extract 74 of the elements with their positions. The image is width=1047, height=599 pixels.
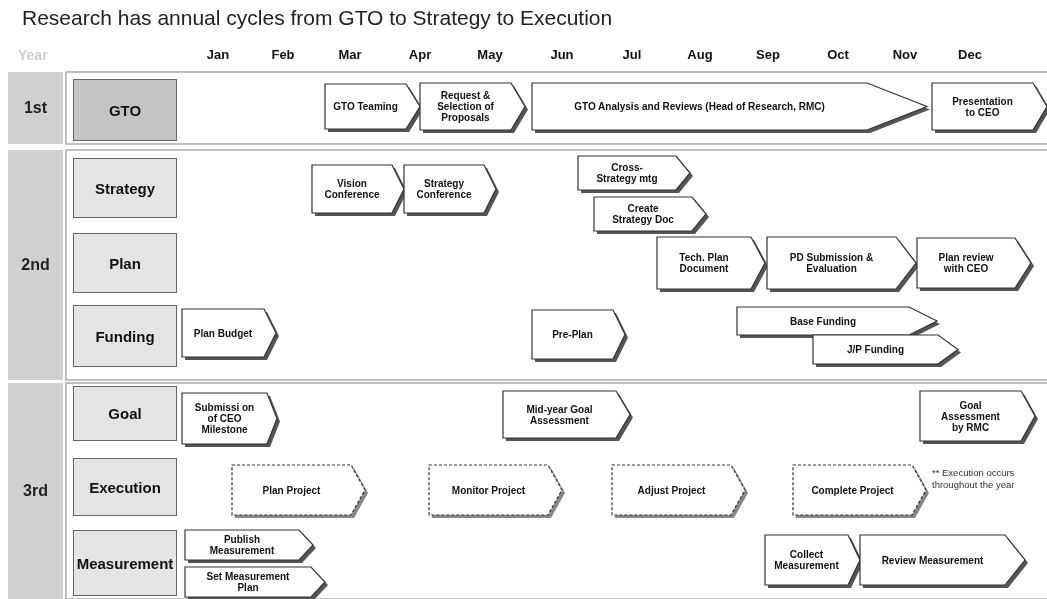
month-label: Jun bbox=[550, 47, 574, 62]
step-label: Monitor Project bbox=[450, 484, 527, 496]
chevron-step bbox=[657, 237, 765, 289]
row-label: Plan bbox=[109, 254, 141, 272]
step-label: PD Submission & Evaluation bbox=[788, 252, 875, 274]
chevron-step bbox=[404, 165, 496, 213]
chevron-step bbox=[765, 535, 860, 585]
row-label: Goal bbox=[108, 405, 142, 422]
step-label: J/P Funding bbox=[845, 344, 905, 355]
chevron-step bbox=[932, 83, 1047, 130]
chevron-step bbox=[860, 535, 1025, 585]
chevron-step bbox=[420, 83, 525, 130]
step-label: Strategy Conference bbox=[415, 178, 473, 200]
chevron-step bbox=[503, 391, 630, 438]
step-label: Create Strategy Doc bbox=[611, 203, 675, 225]
step-label: Plan review with CEO bbox=[937, 252, 995, 274]
step-label: Collect Measurement bbox=[773, 549, 840, 571]
month-label: Sep bbox=[756, 47, 780, 62]
month-label: Nov bbox=[892, 47, 918, 62]
chevron-step bbox=[917, 238, 1031, 288]
step-label: Goal Assessment by RMC bbox=[940, 399, 1001, 433]
step-label: Set Measurement Plan bbox=[205, 571, 291, 593]
month-label: Apr bbox=[408, 47, 432, 62]
diagram-title: Research has annual cycles from GTO to Strategy to Execution bbox=[22, 6, 613, 30]
month-label: May bbox=[477, 47, 503, 62]
chevron-step bbox=[232, 465, 365, 515]
row-label: Funding bbox=[95, 327, 155, 345]
chevron-step bbox=[429, 465, 562, 515]
step-label: GTO Teaming bbox=[332, 101, 399, 112]
month-label: Dec bbox=[958, 47, 982, 62]
step-label: Mid-year Goal Assessment bbox=[525, 403, 594, 426]
step-label: Pre-Plan bbox=[551, 329, 594, 340]
step-label: Plan Project bbox=[261, 484, 322, 496]
chevron-step bbox=[312, 165, 404, 213]
step-label: Request & Selection of Proposals bbox=[436, 90, 495, 123]
year-label: 1st bbox=[23, 99, 48, 117]
chevron-step bbox=[594, 197, 706, 231]
chevron-step bbox=[920, 391, 1035, 441]
month-label: Aug bbox=[687, 47, 713, 62]
chevron-step bbox=[813, 335, 958, 364]
step-label: Submissi on of CEO Milestone bbox=[193, 402, 256, 435]
month-label: Jan bbox=[206, 47, 230, 62]
month-label: Jul bbox=[622, 47, 642, 62]
step-label: Publish Measurement bbox=[208, 534, 276, 556]
year-label: 2nd bbox=[21, 256, 50, 274]
month-label: Feb bbox=[271, 47, 295, 62]
chevron-step bbox=[578, 156, 690, 190]
chevron-step bbox=[532, 83, 927, 130]
row-label: Measurement bbox=[76, 554, 174, 572]
chevron-step bbox=[793, 465, 926, 515]
month-label: Oct bbox=[827, 47, 849, 62]
chevron-step bbox=[185, 530, 313, 560]
chevron-step bbox=[185, 567, 325, 597]
step-label: Review Measurement bbox=[880, 554, 985, 566]
step-label: Tech. Plan Document bbox=[678, 252, 730, 274]
row-label: Execution bbox=[89, 478, 161, 496]
chevron-step bbox=[737, 307, 937, 335]
year-label: 3rd bbox=[23, 482, 48, 500]
chevron-step bbox=[612, 465, 745, 515]
step-label: Vision Conference bbox=[323, 178, 381, 200]
step-label: Base Funding bbox=[788, 315, 858, 327]
step-label: Presentation to CEO bbox=[951, 95, 1014, 118]
step-label: Cross-Strategy mtg bbox=[595, 162, 659, 184]
row-label: GTO bbox=[108, 101, 142, 119]
note-text: ** Execution occurs throughout the year bbox=[932, 467, 1016, 491]
row-label: Strategy bbox=[95, 179, 155, 197]
step-label: Complete Project bbox=[810, 484, 895, 496]
chevron-step bbox=[325, 84, 420, 129]
month-label: Mar bbox=[338, 47, 362, 62]
chevron-step bbox=[767, 237, 916, 289]
chevron-step bbox=[182, 309, 276, 357]
step-label: Adjust Project bbox=[636, 484, 707, 496]
step-label: Plan Budget bbox=[192, 327, 254, 339]
step-label: GTO Analysis and Reviews (Head of Research, RMC) bbox=[573, 101, 826, 112]
